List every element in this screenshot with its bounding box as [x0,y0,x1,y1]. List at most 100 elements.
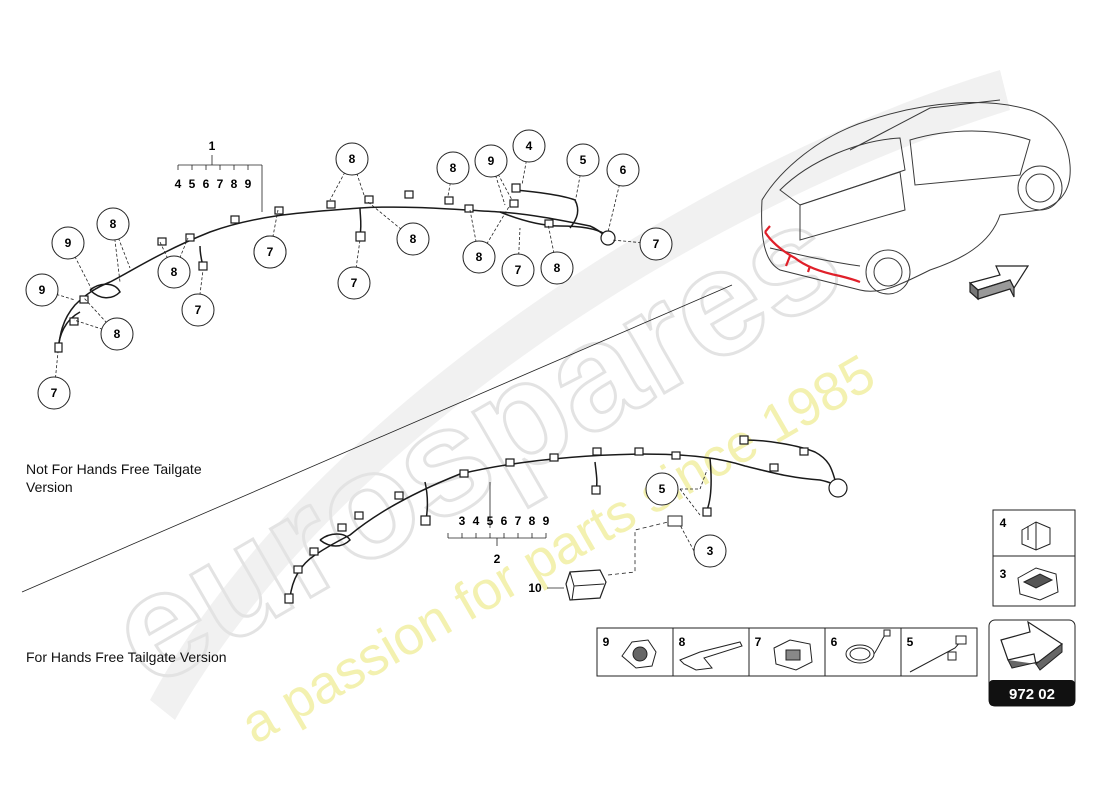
legend-bottom: 9 8 7 6 5 [596,627,978,677]
connector-icon [592,447,602,456]
upper-sub-label: 4 [175,177,182,191]
connector-icon [600,230,616,246]
note-hands-free: For Hands Free Tailgate Version [26,649,227,665]
vehicle-bumper-line [769,247,861,267]
connector-icon [284,593,294,604]
callout-circle [253,235,287,269]
part-10-label: 10 [528,581,542,595]
lower-sub-label: 8 [529,514,536,528]
callout-circle [100,317,134,351]
connector-icon [511,183,521,193]
connector-icon [769,463,779,472]
connector-icon [79,295,89,304]
upper-sub-label: 7 [217,177,224,191]
note-not-hands-free: Not For Hands Free Tailgate Version [26,460,202,496]
callout-label: 9 [39,283,46,297]
connector-3-icon [1017,567,1059,601]
harness-5-icon [909,635,967,673]
callout-circle [566,143,600,177]
callout-circle [436,151,470,185]
callout-label: 9 [488,154,495,168]
legend-right: 4 3 [992,509,1076,607]
callout-circle [645,472,679,506]
lower-main-label: 2 [494,552,501,566]
callout-circle [540,251,574,285]
vehicle-rear-window [779,137,906,206]
lower-harness-top-branch [744,439,836,481]
connector-icon [828,478,848,498]
callout-leader [679,469,708,516]
callout-circle [396,222,430,256]
connector-icon [337,523,347,532]
legend-bottom-num-6: 6 [831,635,838,649]
vehicle-rear-view [761,99,1071,295]
upper-harness-loop [89,283,121,299]
lower-sub-label: 7 [515,514,522,528]
lower-sub-label: 6 [501,514,508,528]
upper-harness-top-branch [514,189,579,229]
connector-icon [326,200,336,209]
lower-sub-label: 4 [473,514,480,528]
connector-icon [702,507,712,517]
connector-icon [394,491,404,500]
callout-label: 8 [171,265,178,279]
callout-3-label: 3 [707,544,714,558]
upper-sub-label: 5 [189,177,196,191]
callout-leader [67,242,93,291]
upper-tree-lines [177,155,263,212]
callout-circle [37,376,71,410]
callout-circle [337,266,371,300]
connector-icon [293,565,303,574]
vehicle-front-wheel [865,249,911,295]
connector-icon [505,458,515,467]
callout-label: 7 [515,263,522,277]
callout-label: 7 [195,303,202,317]
callout-circle [693,534,727,568]
lower-sub-label: 5 [487,514,494,528]
connector-icon [444,196,454,205]
legend-bottom-num-9: 9 [603,635,610,649]
callout-circle [639,227,673,261]
connector-icon [464,204,474,213]
vehicle-rear-wheel-rim [1025,173,1055,203]
upper-harness-trunk [57,206,611,351]
connector-icon [739,435,749,445]
upper-sub-label: 9 [245,177,252,191]
connector-icon [185,233,195,242]
module-10-icon [565,569,607,601]
upper-sub-label: 6 [203,177,210,191]
bracket-8-icon [679,641,743,671]
connector-icon [157,237,167,246]
upper-connectors [54,183,616,353]
cable-6-icon [845,629,891,664]
callout-circle [51,226,85,260]
callout-5-label: 5 [659,482,666,496]
connector-icon [509,199,519,208]
connector-icon [591,485,601,495]
callout-circle [462,240,496,274]
part-3-connector-icon [667,515,683,527]
connector-icon [355,231,366,242]
page-code-badge: 972 02 [988,619,1076,707]
legend-right-num-4: 4 [1000,516,1007,530]
connector-icon [404,190,414,199]
direction-arrow-icon [968,265,1030,301]
connector-icon [364,195,374,204]
badge-arrow-shadow [1007,642,1063,671]
callout-label: 7 [653,237,660,251]
callout-label: 8 [114,327,121,341]
sensor-9-icon [621,639,657,669]
vehicle-roof-line [849,99,1001,151]
callout-label: 8 [410,232,417,246]
callout-label: 5 [580,153,587,167]
lower-callouts: 5 3 10 [528,469,727,601]
lower-connectors [284,435,848,604]
part-10-leader [607,521,669,576]
callout-label: 6 [620,163,627,177]
connector-icon [634,447,644,456]
